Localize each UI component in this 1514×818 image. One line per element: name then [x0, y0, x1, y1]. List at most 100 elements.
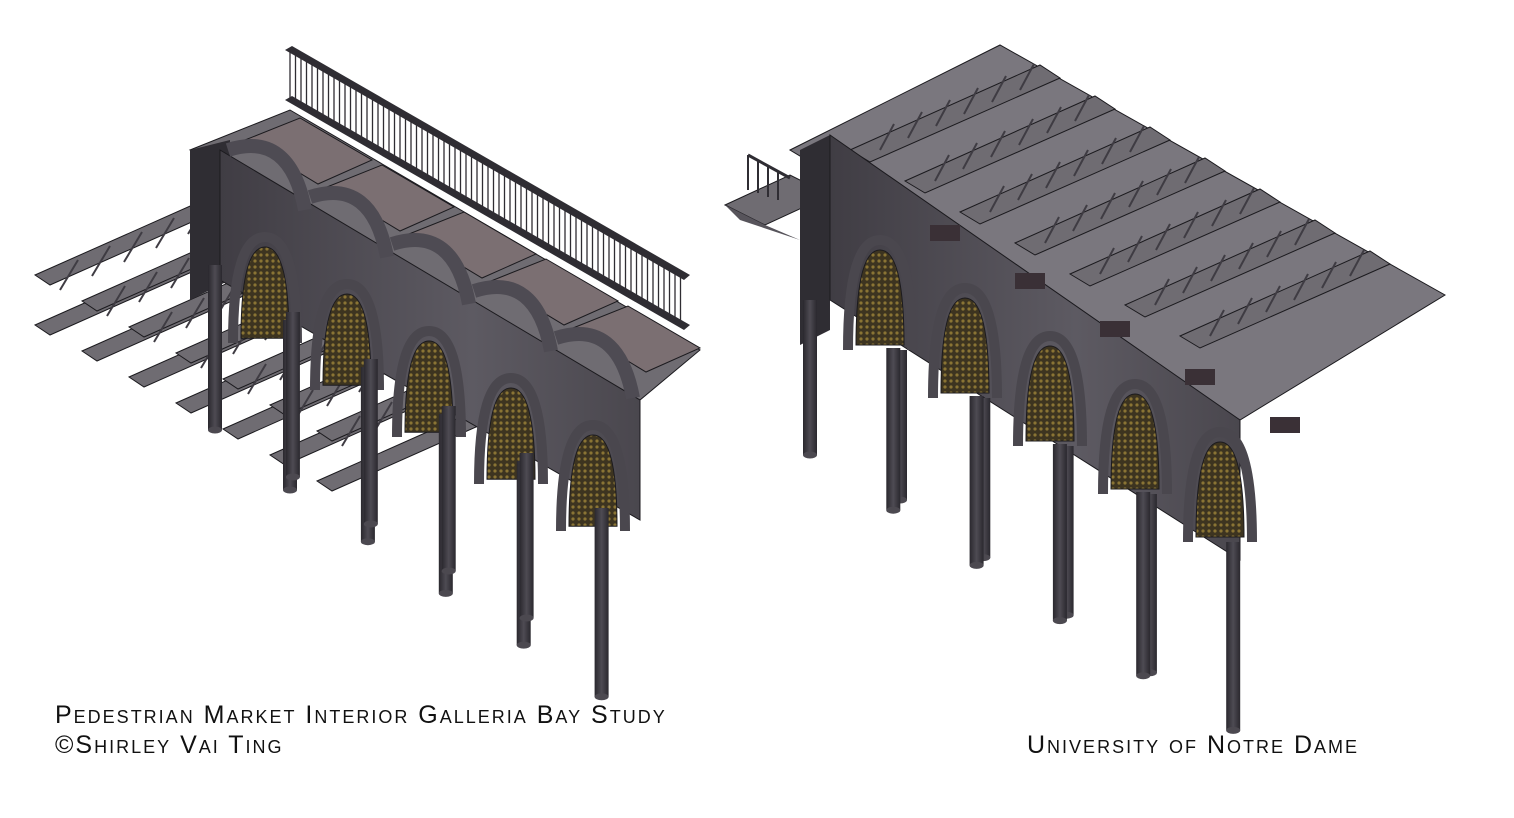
- truss-strut: [1154, 278, 1170, 306]
- truss-strut: [1265, 285, 1281, 313]
- truss-strut: [1128, 180, 1144, 208]
- truss-strut: [990, 130, 1006, 158]
- caption-title: Pedestrian Market Interior Galleria Bay …: [55, 701, 667, 729]
- truss-strut: [1127, 235, 1143, 263]
- truss-strut: [247, 363, 267, 395]
- truss-strut: [1210, 254, 1226, 282]
- arch: [843, 234, 917, 351]
- truss-strut: [934, 154, 950, 182]
- column: [1052, 444, 1067, 625]
- column: [208, 265, 222, 434]
- truss-strut: [123, 231, 143, 263]
- roof-rib: [1123, 219, 1337, 318]
- vault-rib: [225, 139, 312, 212]
- column: [1136, 492, 1151, 680]
- arch: [392, 325, 466, 438]
- arch: [1098, 378, 1172, 495]
- truss-strut: [907, 111, 923, 139]
- truss-strut: [1238, 242, 1254, 270]
- truss-strut: [1099, 247, 1115, 275]
- caption-institution: University of Notre Dame: [1027, 731, 1360, 759]
- truss-strut: [1155, 223, 1171, 251]
- truss-strut: [991, 75, 1007, 103]
- roof-rib: [1178, 250, 1392, 349]
- truss-strut: [963, 87, 979, 115]
- arch: [1013, 330, 1087, 447]
- truss-strut: [91, 245, 111, 277]
- vault-rib: [307, 186, 394, 259]
- truss-strut: [170, 257, 190, 289]
- roof-opening: [1270, 417, 1300, 433]
- truss-ribs: [848, 63, 1392, 349]
- column: [803, 300, 817, 459]
- truss-strut: [153, 311, 173, 343]
- arch: [310, 278, 384, 391]
- roof-rib: [1068, 188, 1282, 287]
- column: [363, 359, 378, 528]
- columns: [803, 300, 1241, 734]
- truss-strut: [1211, 199, 1227, 227]
- roof-opening: [1185, 369, 1215, 385]
- arch: [556, 419, 630, 532]
- truss-strut: [989, 185, 1005, 213]
- roof-rib: [903, 95, 1117, 194]
- truss-strut: [59, 259, 79, 291]
- truss-strut: [185, 297, 205, 329]
- column: [519, 453, 534, 622]
- truss-strut: [1045, 161, 1061, 189]
- truss-strut: [1044, 216, 1060, 244]
- column: [886, 348, 901, 514]
- roof-rib: [1013, 157, 1227, 256]
- truss-strut: [1294, 218, 1310, 246]
- column: [285, 312, 300, 481]
- arch: [228, 231, 302, 344]
- railing: [285, 46, 690, 330]
- roof-opening: [930, 225, 960, 241]
- columns: [208, 265, 609, 701]
- truss-strut: [155, 217, 175, 249]
- truss-strut: [1156, 168, 1172, 196]
- truss-strut: [879, 123, 895, 151]
- truss-strut: [1019, 63, 1035, 91]
- vault-rib: [553, 327, 640, 400]
- roof-slabs: [225, 117, 702, 400]
- truss-strut: [1184, 156, 1200, 184]
- roof-rib: [958, 126, 1172, 225]
- truss-strut: [1239, 187, 1255, 215]
- truss-strut: [1101, 137, 1117, 165]
- bay-study-left-model: [33, 46, 702, 701]
- truss-strut: [1100, 192, 1116, 220]
- arches: [843, 225, 1300, 543]
- truss-strut: [1321, 261, 1337, 289]
- caption-author: ©Shirley Vai Ting: [55, 731, 284, 759]
- truss-strut: [1017, 173, 1033, 201]
- truss-strut: [1018, 118, 1034, 146]
- truss-strut: [1182, 266, 1198, 294]
- truss-strut: [1072, 204, 1088, 232]
- column: [969, 396, 984, 569]
- truss-strut: [1046, 106, 1062, 134]
- roof-opening: [1015, 273, 1045, 289]
- arch: [1183, 426, 1257, 543]
- column: [441, 406, 456, 575]
- truss-strut: [1349, 249, 1365, 277]
- bay-study-right-model: [723, 44, 1446, 734]
- truss-strut: [1266, 230, 1282, 258]
- truss-strut: [1293, 273, 1309, 301]
- truss-strut: [1129, 125, 1145, 153]
- truss-strut: [138, 271, 158, 303]
- roof-opening: [1100, 321, 1130, 337]
- vault-rib: [471, 280, 558, 353]
- truss-strut: [341, 415, 361, 447]
- truss-strut: [1074, 94, 1090, 122]
- truss-strut: [1237, 297, 1253, 325]
- truss-strut: [1209, 309, 1225, 337]
- column: [594, 508, 609, 701]
- truss-strut: [1073, 149, 1089, 177]
- arch: [928, 282, 1002, 399]
- truss-strut: [935, 99, 951, 127]
- truss-strut: [962, 142, 978, 170]
- vault-rib: [389, 233, 476, 306]
- truss-strut: [1183, 211, 1199, 239]
